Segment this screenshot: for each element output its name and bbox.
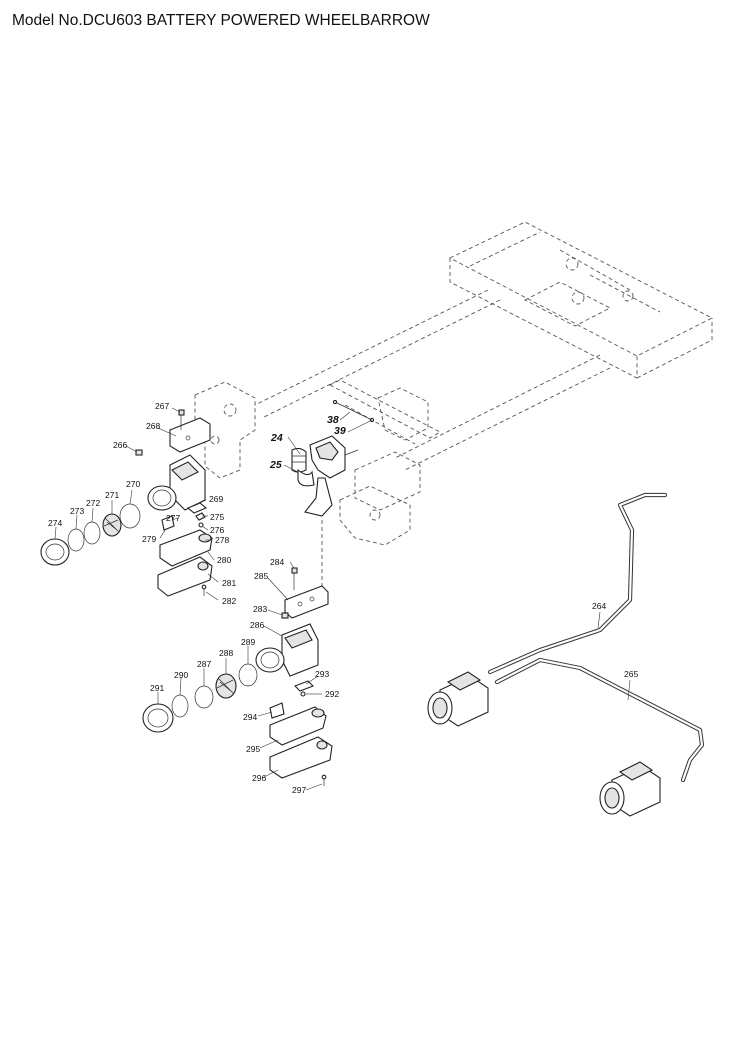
callout-297: 297 — [292, 785, 306, 795]
lower-wheel-assembly — [142, 567, 333, 786]
callout-276: 276 — [210, 525, 224, 535]
handle-assembly — [291, 399, 375, 517]
callout-270: 270 — [126, 479, 140, 489]
frame-phantom — [194, 221, 713, 600]
callout-286: 286 — [250, 620, 264, 630]
callout-287: 287 — [197, 659, 211, 669]
hoses — [487, 492, 705, 783]
callout-280: 280 — [217, 555, 231, 565]
callout-296: 296 — [252, 773, 266, 783]
upper-wheel-assembly — [40, 409, 213, 597]
callout-278: 278 — [215, 535, 229, 545]
leader-lines — [54, 407, 631, 791]
callout-274: 274 — [48, 518, 62, 528]
callout-281: 281 — [222, 578, 236, 588]
diagram-title: Model No.DCU603 BATTERY POWERED WHEELBAR… — [12, 12, 430, 29]
callout-277: 277 — [166, 513, 180, 523]
callout-24: 24 — [270, 432, 283, 444]
callout-labels: 24 25 38 39 264 265 266 267 268 269 270 … — [48, 401, 638, 795]
callout-290: 290 — [174, 670, 188, 680]
callout-293: 293 — [315, 669, 329, 679]
callout-25: 25 — [269, 459, 282, 471]
callout-279: 279 — [142, 534, 156, 544]
callout-266: 266 — [113, 440, 127, 450]
hydraulic-motor-lower — [599, 761, 661, 817]
callout-288: 288 — [219, 648, 233, 658]
callout-292: 292 — [325, 689, 339, 699]
callout-282: 282 — [222, 596, 236, 606]
hydraulic-motor-upper — [427, 671, 489, 727]
callout-289: 289 — [241, 637, 255, 647]
callout-268: 268 — [146, 421, 160, 431]
callout-271: 271 — [105, 490, 119, 500]
callout-295: 295 — [246, 744, 260, 754]
callout-285: 285 — [254, 571, 268, 581]
callout-269: 269 — [209, 494, 223, 504]
callout-39: 39 — [334, 425, 346, 437]
callout-264: 264 — [592, 601, 606, 611]
callout-272: 272 — [86, 498, 100, 508]
callout-267: 267 — [155, 401, 169, 411]
callout-275: 275 — [210, 512, 224, 522]
callout-283: 283 — [253, 604, 267, 614]
callout-265: 265 — [624, 669, 638, 679]
callout-273: 273 — [70, 506, 84, 516]
callout-291: 291 — [150, 683, 164, 693]
callout-38: 38 — [327, 414, 339, 426]
callout-294: 294 — [243, 712, 257, 722]
callout-284: 284 — [270, 557, 284, 567]
